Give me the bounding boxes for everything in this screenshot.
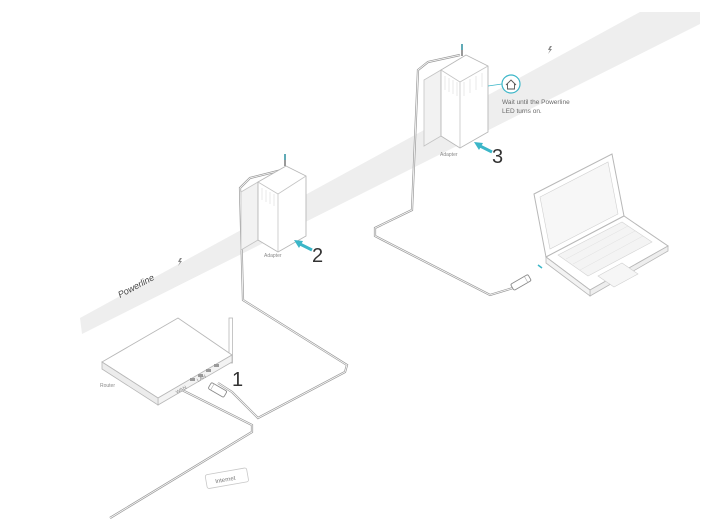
router-ports [190, 364, 219, 381]
lightning-bolt-icon [178, 258, 182, 266]
powerline-band [80, 12, 700, 334]
internet-cable [109, 389, 254, 519]
router-label: Router [100, 383, 115, 389]
internet-label-box: Internet [204, 467, 249, 489]
ethernet-plug-icon [208, 382, 227, 398]
ethernet-plug-icon [510, 274, 532, 291]
led-note-line2: LED turns on. [502, 108, 542, 115]
laptop-keyboard [557, 221, 653, 277]
lightning-bolt-icon [548, 46, 552, 54]
laptop-touchpad [597, 262, 639, 288]
internet-label: Internet [215, 476, 236, 485]
step-2-label: 2 [312, 245, 323, 267]
adapter-left: Adapter [240, 154, 307, 259]
lan-port-label: LAN [196, 373, 208, 383]
adapter-left-label: Adapter [264, 253, 282, 259]
home-led-icon [501, 74, 521, 94]
arrow-icon [474, 142, 493, 154]
arrow-icon [294, 240, 313, 252]
laptop [533, 153, 669, 297]
step-3-label: 3 [492, 146, 503, 168]
adapter-right-label: Adapter [440, 152, 458, 158]
router: Router WAN LAN [100, 317, 233, 406]
adapter-right: Adapter [423, 44, 489, 158]
led-note-line1: Wait until the Powerline [502, 99, 570, 106]
step-1-label: 1 [232, 369, 243, 391]
wan-port-label: WAN [175, 385, 188, 396]
